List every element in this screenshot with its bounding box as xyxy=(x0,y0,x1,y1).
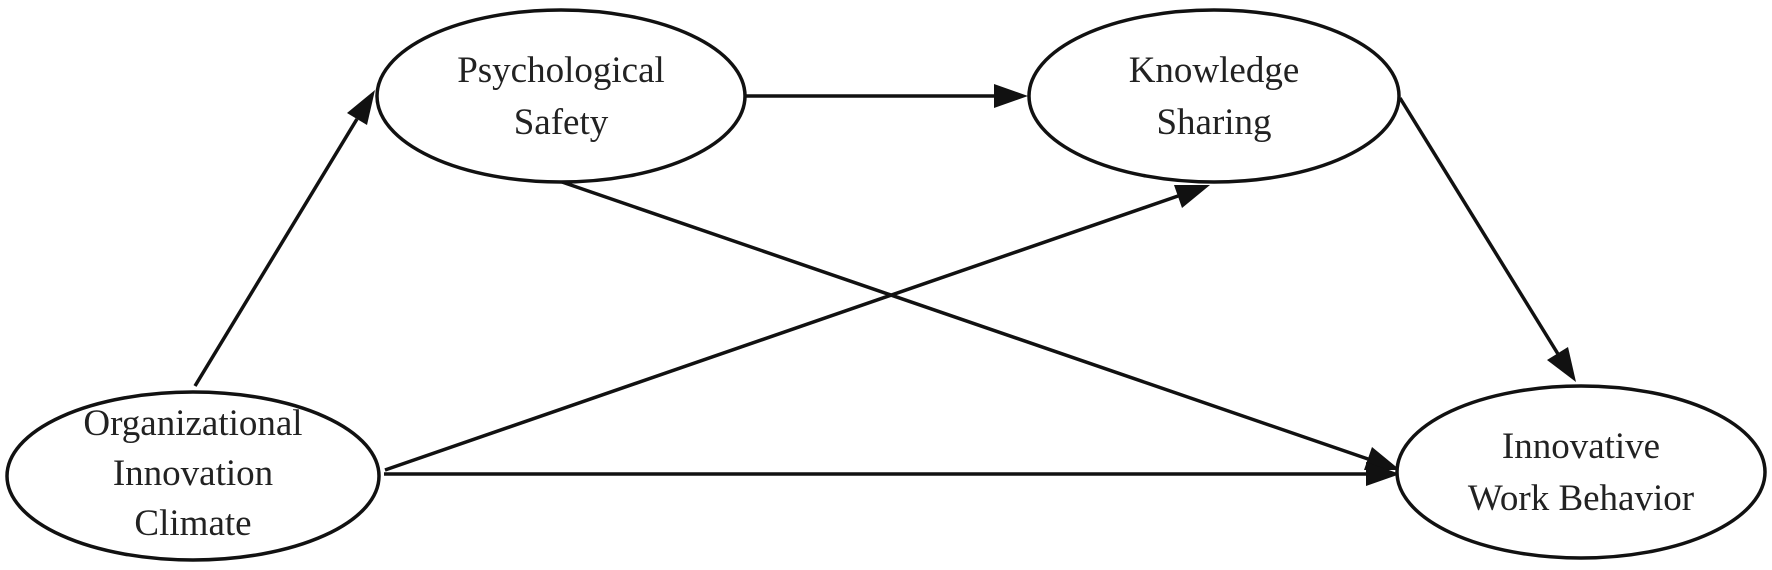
arrowhead xyxy=(1547,347,1576,382)
edge-climate-to-knowledge xyxy=(384,185,1210,472)
node-label-line: Climate xyxy=(134,503,251,544)
node-label-line: Psychological xyxy=(457,50,665,91)
node-organizational-innovation-climate: Organizational Innovation Climate xyxy=(5,390,381,562)
edges xyxy=(193,84,1576,486)
node-knowledge-sharing: Knowledge Sharing xyxy=(1027,8,1401,184)
edge-knowledge-to-behavior xyxy=(1398,97,1576,382)
edge-climate-to-behavior xyxy=(384,462,1400,486)
arrowhead xyxy=(347,90,375,125)
node-label-line: Work Behavior xyxy=(1468,478,1694,519)
arrowhead xyxy=(1364,447,1400,470)
node-label-line: Sharing xyxy=(1156,102,1271,143)
arrowhead xyxy=(1174,185,1210,208)
node-innovative-work-behavior: Innovative Work Behavior xyxy=(1395,384,1767,560)
arrowhead xyxy=(1366,462,1400,486)
node-label-line: Innovative xyxy=(1502,426,1660,467)
node-label-line: Knowledge xyxy=(1129,50,1300,91)
node-label-line: Organizational xyxy=(83,403,302,444)
node-psychological-safety: Psychological Safety xyxy=(375,8,747,184)
edge-climate-to-safety xyxy=(193,90,375,387)
node-label-line: Safety xyxy=(514,102,609,143)
edge-safety-to-knowledge xyxy=(745,84,1028,108)
edge-safety-to-behavior xyxy=(561,180,1400,470)
arrowhead xyxy=(994,84,1028,108)
node-label-line: Innovation xyxy=(113,453,273,494)
